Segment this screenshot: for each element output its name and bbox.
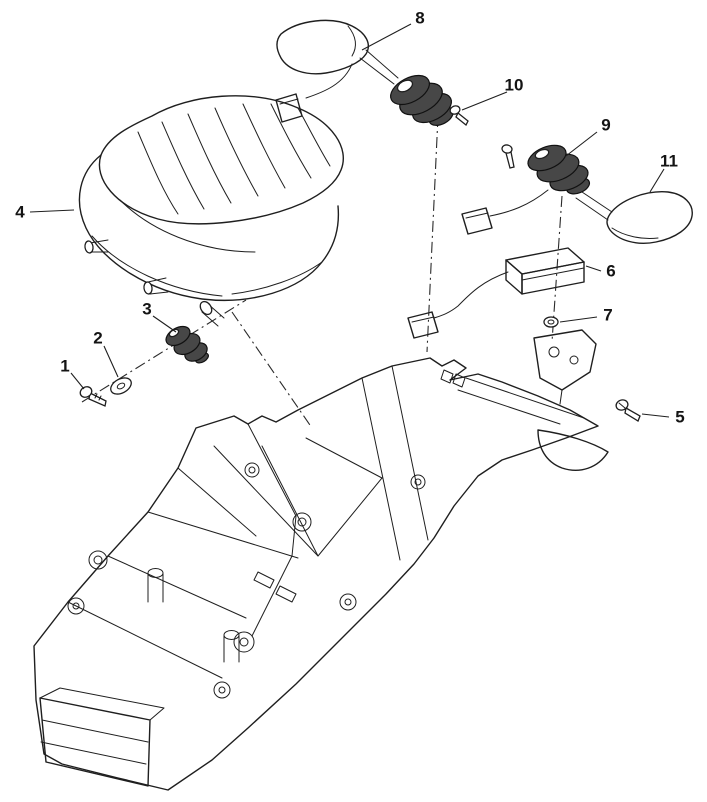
callout-part-3: 3 xyxy=(142,299,152,319)
axis-lines xyxy=(81,115,563,429)
rear-subframe xyxy=(33,329,609,791)
callout-part-6: 6 xyxy=(606,261,616,281)
license-light-part-6 xyxy=(407,247,585,339)
grommet-rear-part-9 xyxy=(461,144,591,235)
grommet-front xyxy=(390,74,454,126)
callout-part-1: 1 xyxy=(60,356,70,376)
leader-lines xyxy=(29,23,670,418)
turn-indicator-front xyxy=(275,19,399,123)
callout-part-7: 7 xyxy=(603,305,613,325)
screw-part-10-left xyxy=(449,105,469,127)
rubber-bushing-part-3 xyxy=(165,325,209,364)
callout-part-11: 11 xyxy=(660,151,678,171)
screw-part-10-right xyxy=(501,144,515,169)
callout-part-5: 5 xyxy=(675,407,685,427)
washer-part-2 xyxy=(110,377,132,395)
nut-part-7 xyxy=(543,316,559,328)
callout-part-10: 10 xyxy=(504,75,524,95)
callout-part-4: 4 xyxy=(15,202,25,222)
screw-part-5 xyxy=(615,399,641,422)
callout-part-9: 9 xyxy=(601,115,611,135)
turn-indicator-rear-part-11 xyxy=(575,191,693,244)
callout-part-2: 2 xyxy=(93,328,103,348)
callout-part-8: 8 xyxy=(415,8,425,28)
tail-light-assembly xyxy=(78,95,344,327)
